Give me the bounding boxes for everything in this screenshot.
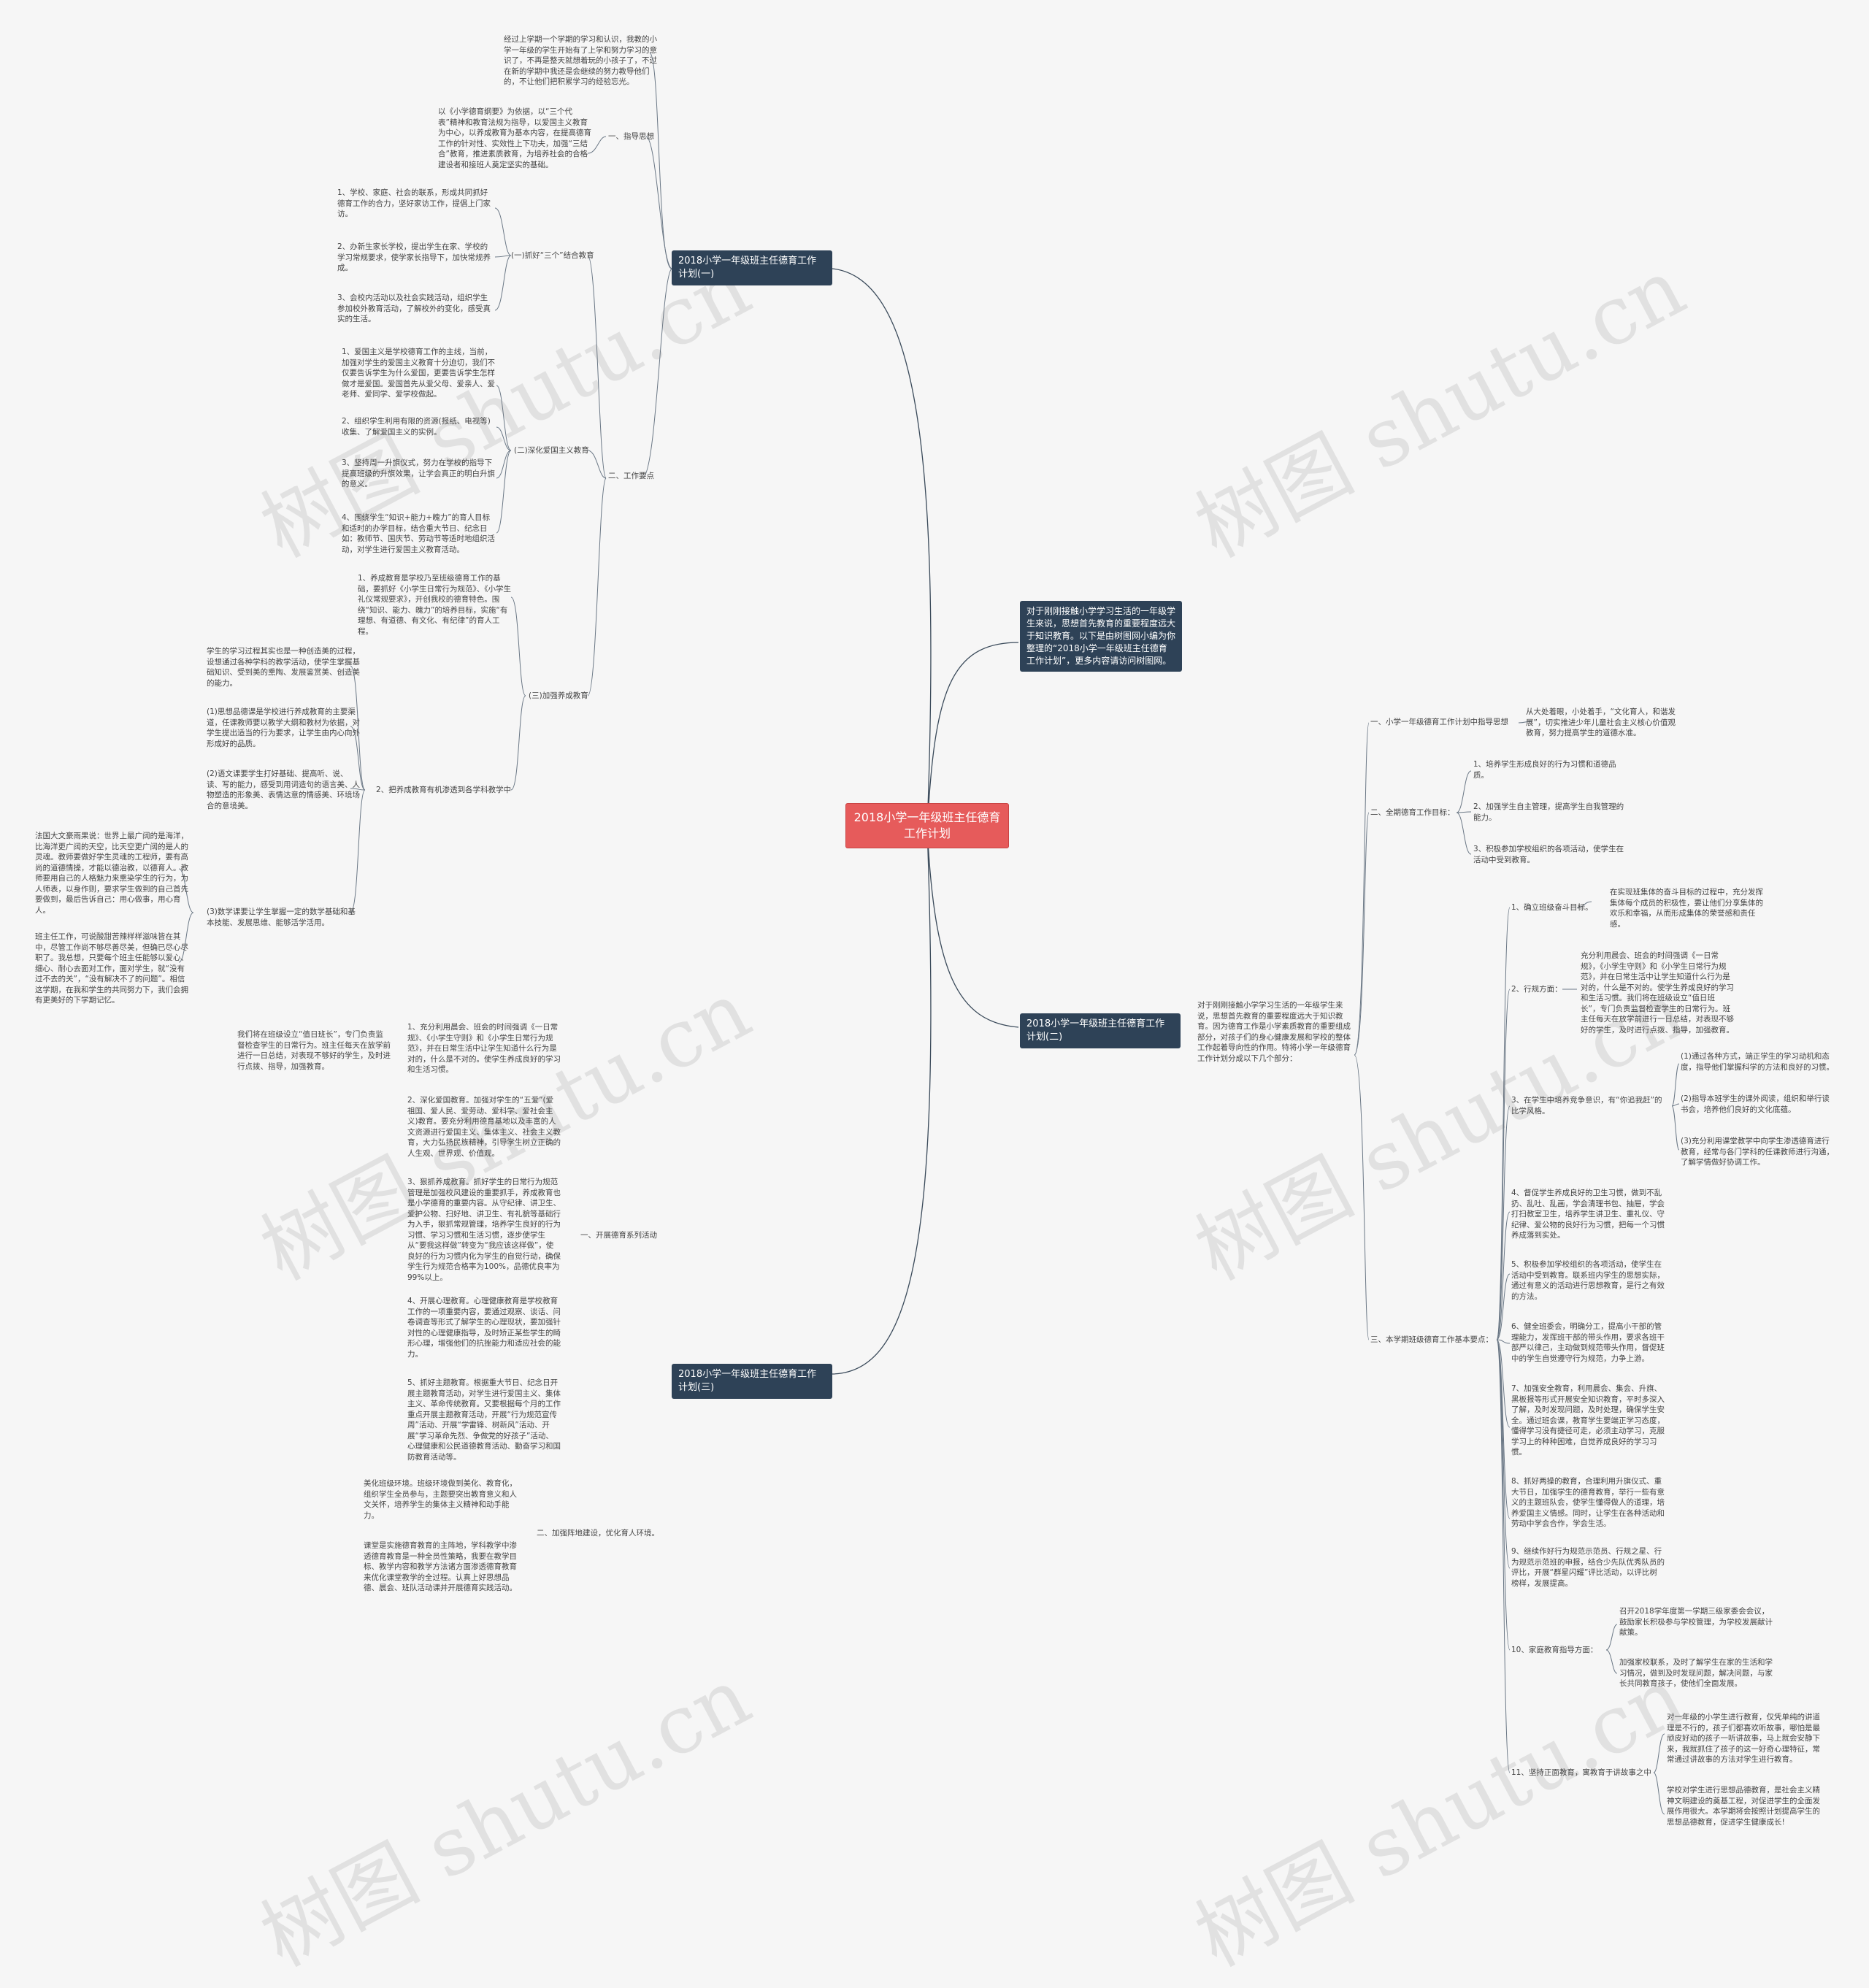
plan2-p2-text: 充分利用晨会、班会的时间强调《一日常规》，《小学生守则》和《小学生日常行为规范》… [1581, 951, 1734, 1035]
plan2-p2-label[interactable]: 2、行规方面： [1511, 985, 1562, 994]
plan2-s3-label[interactable]: 三、本学期班级德育工作基本要点： [1370, 1335, 1493, 1344]
plan1-g2-item: 4、围绕学生“知识+能力+魄力”的育人目标和适时的办学目标，结合重大节日、纪念日… [342, 513, 495, 554]
plan1-g3-sub: (2)语文课要学生打好基础、提高听、说、读、写的能力，感受到用词造句的语言美、人… [207, 770, 360, 810]
plan1-g3-item2-label[interactable]: 2、把养成教育有机渗透到各学科教学中 [376, 786, 512, 794]
plan2-p4: 4、督促学生养成良好的卫生习惯，做到不乱扔、乱吐、乱画，学会清理书包、抽屉，学会… [1511, 1189, 1665, 1240]
plan2-s2-item: 3、积极参加学校组织的各项活动，使学生在活动中受到教育。 [1473, 845, 1624, 864]
plan1-g1-label[interactable]: (一)抓好“三个”结合教育 [511, 251, 594, 260]
plan3-s2-item: 课堂是实施德育教育的主阵地，学科教学中渗透德育教育是一种全员性策略，我要在教学目… [364, 1541, 517, 1592]
plan1-s1-text: 以《小学德育纲要》为依据，以“三个代表”精神和教育法规为指导，以爱国主义教育为中… [438, 107, 591, 169]
plan2-p3-label[interactable]: 3、在学生中培养竞争意识，有“你追我赶”的比学风格。 [1511, 1096, 1662, 1116]
plan2-p3-item: (3)充分利用课堂教学中向学生渗透德育进行教育，经常与各门学科的任课教师进行沟通… [1681, 1137, 1834, 1167]
plan2-p10-item: 加强家校联系，及时了解学生在家的生活和学习情况，做到及时发现问题，解决问题，与家… [1619, 1658, 1773, 1688]
plan2-p8: 8、抓好两操的教育，合理利用升旗仪式、重大节日，加强学生的德育教育，举行一些有意… [1511, 1477, 1665, 1528]
plan2-p3-item: (2)指导本班学生的课外阅读，组织和举行读书会，培养他们良好的文化底蕴。 [1681, 1094, 1830, 1114]
plan2-p6: 6、健全班委会，明确分工，提高小干部的管理能力，发挥班干部的带头作用，要求各班干… [1511, 1322, 1665, 1363]
plan1-g3-sub3-b: 班主任工作，可说酸甜苦辣样样滋味皆在其中，尽管工作尚不够尽善尽美，但确已尽心尽职… [35, 932, 188, 1005]
plan2-s2-item: 2、加强学生自主管理，提高学生自我管理的能力。 [1473, 802, 1624, 822]
plan1-g1-item: 2、办新生家长学校，提出学生在家、学校的学习常规要求，使学家长指导下，加快常规养… [337, 242, 491, 272]
mindmap-canvas: 树图 shutu.cn 树图 shutu.cn 树图 shutu.cn 树图 s… [35, 35, 1834, 1984]
plan1-g3-sub3-a: 法国大文豪雨果说：世界上最广阔的是海洋，比海洋更广阔的天空，比天空更广阔的是人的… [35, 832, 188, 915]
plan3-node[interactable]: 2018小学一年级班主任德育工作计划(三) [672, 1364, 832, 1399]
plan2-s1-label[interactable]: 一、小学一年级德育工作计划中指导思想 [1370, 718, 1508, 726]
plan2-s2-label[interactable]: 二、全期德育工作目标： [1370, 808, 1455, 817]
plan1-g3-sub: 学生的学习过程其实也是一种创造美的过程，设想通过各种学科的教学活动，使学生掌握基… [207, 647, 360, 688]
plan2-p10-item: 召开2018学年度第一学期三级家委会会议，鼓励家长积极参与学校管理，为学校发展献… [1619, 1607, 1773, 1637]
plan3-item: 4、开展心理教育。心理健康教育是学校教育工作的一项重要内容，要通过观察、谈话、问… [407, 1297, 561, 1359]
plan3-item: 5、抓好主题教育。根据重大节日、纪念日开展主题教育活动，对学生进行爱国主义、集体… [407, 1378, 561, 1462]
plan1-g2-item: 1、爱国主义是学校德育工作的主线，当前，加强对学生的爱国主义教育十分迫切，我们不… [342, 348, 495, 399]
plan1-g1-item: 3、会校内活动以及社会实践活动，组织学生参加校外教育活动，了解校外的变化，感受真… [337, 293, 491, 323]
plan1-intro-text: 经过上学期一个学期的学习和认识，我教的小学一年级的学生开始有了上学和努力学习的意… [504, 35, 657, 86]
plan1-s2-label[interactable]: 二、工作要点 [608, 472, 654, 480]
plan2-p10-label[interactable]: 10、家庭教育指导方面： [1511, 1646, 1598, 1654]
plan2-intro-text: 对于刚刚接触小学学习生活的一年级学生来说，思想首先教育的重要程度远大于知识教育。… [1197, 1001, 1351, 1063]
plan1-g3-label[interactable]: (三)加强养成教育 [529, 691, 588, 700]
plan1-g3-sub: (3)数学课要让学生掌握一定的数学基础和基本技能、发展思维、能够活学活用。 [207, 907, 356, 927]
connector-lines [178, 52, 1680, 1815]
plan2-p11-item: 对一年级的小学生进行教育，仅凭单纯的讲道理是不行的，孩子们都喜欢听故事，哪怕是最… [1667, 1713, 1820, 1764]
plan1-g3-sub: (1)思想品德课是学校进行养成教育的主要渠道，任课教师要以教学大纲和教材为依据，… [207, 707, 360, 748]
plan1-g2-label[interactable]: (二)深化爱国主义教育 [514, 446, 589, 455]
plan2-s2-item: 1、培养学生形成良好的行为习惯和道德品质。 [1473, 760, 1616, 780]
root-node[interactable]: 2018小学一年级班主任德育工作计划 [845, 803, 1009, 848]
plan3-item1-note: 我们将在班级设立“值日班长”，专门负责监督检查学生的日常行为。班主任每天在放学前… [237, 1030, 391, 1071]
plan3-item: 3、狠抓养成教育。抓好学生的日常行为规范管理是加强校风建设的重要抓手，养成教育也… [407, 1178, 561, 1282]
plan2-s1-text: 从大处着眼，小处着手，“文化育人，和谐发展”，切实推进少年儿童社会主义核心价值观… [1526, 707, 1676, 737]
plan3-s2-label[interactable]: 二、加强阵地建设，优化育人环境。 [537, 1529, 659, 1538]
plan3-s2-item: 美化班级环境。班级环境做到美化、教育化，组织学生全员参与，主题要突出教育意义和人… [364, 1479, 517, 1520]
plan2-p11-item: 学校对学生进行思想品德教育，是社会主义精神文明建设的奠基工程，对促进学生的全面发… [1667, 1786, 1820, 1827]
plan3-s1-label[interactable]: 一、开展德育系列活动 [580, 1231, 657, 1240]
plan1-g3-item1: 1、养成教育是学校乃至班级德育工作的基础，要抓好《小学生日常行为规范》、《小学生… [358, 574, 511, 636]
plan2-p9: 9、继续作好行为规范示范员、行规之星、行为规范示范班的申报，结合少先队优秀队员的… [1511, 1547, 1665, 1588]
plan2-p11-label[interactable]: 11、坚持正面教育，寓教育于讲故事之中 [1511, 1768, 1651, 1777]
plan1-s1-label[interactable]: 一、指导思想 [608, 132, 654, 141]
plan2-p1-label[interactable]: 1、确立班级奋斗目标。 [1511, 903, 1593, 912]
plan3-item: 1、充分利用晨会、班会的时间强调《一日常规》、《小学生守则》和《小学生日常行为规… [407, 1023, 561, 1074]
plan1-g2-item: 3、坚持周一升旗仪式，努力在学校的指导下提高班级的升旗效果，让学会真正的明白升旗… [342, 458, 495, 488]
intro-node[interactable]: 对于刚刚接触小学学习生活的一年级学生来说，思想首先教育的重要程度远大于知识教育。… [1020, 601, 1182, 672]
plan2-p3-item: (1)通过各种方式，端正学生的学习动机和态度，指导他们掌握科学的方法和良好的习惯… [1681, 1052, 1834, 1072]
plan2-p7: 7、加强安全教育，利用晨会、集会、升旗、黑板报等形式开展安全知识教育，平时多深入… [1511, 1384, 1665, 1457]
plan3-item: 2、深化爱国教育。加强对学生的“五爱”(爱祖国、爱人民、爱劳动、爱科学、爱社会主… [407, 1096, 561, 1158]
plan2-node[interactable]: 2018小学一年级班主任德育工作计划(二) [1020, 1013, 1181, 1048]
plan1-g1-item: 1、学校、家庭、社会的联系，形成共同抓好德育工作的合力，坚好家访工作，提倡上门家… [337, 188, 491, 218]
plan2-p5: 5、积极参加学校组织的各项活动，使学生在活动中受到教育。联系班内学生的思想实际，… [1511, 1260, 1665, 1301]
plan2-p1-text: 在实现班集体的奋斗目标的过程中，充分发挥集体每个成员的积极性，要让他们分享集体的… [1610, 888, 1763, 929]
plan1-g2-item: 2、组织学生利用有限的资源(报纸、电视等)收集、了解爱国主义的实例。 [342, 417, 491, 437]
plan1-node[interactable]: 2018小学一年级班主任德育工作计划(一) [672, 250, 832, 285]
